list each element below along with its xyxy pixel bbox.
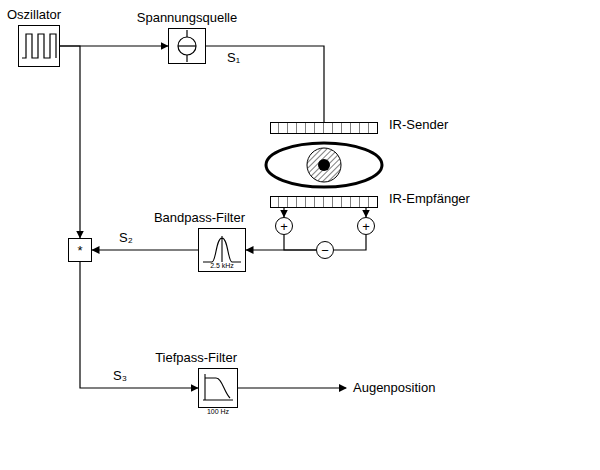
amplifier-circle: + (275, 217, 293, 235)
lowpass-box: Tiefpass-Filter100 Hz (198, 368, 238, 408)
ir-sender-bar: IR-Sender (270, 122, 378, 134)
source-symbol (178, 30, 196, 62)
signal-line (283, 208, 284, 217)
signal-line (334, 235, 366, 250)
source-box: Spannungsquelle (168, 28, 206, 64)
node-text: + (280, 220, 288, 233)
ir-receiver-bar: IR-Empfänger (270, 196, 378, 208)
node-text: − (321, 244, 329, 257)
square-wave (22, 34, 56, 58)
amplifier-circle: + (357, 217, 375, 235)
bandpass-box: Bandpass-Filter2.5 kHz (198, 228, 246, 272)
bandpass-curve (203, 236, 241, 262)
signal-line (365, 208, 366, 217)
eye (266, 143, 382, 187)
signal-line (92, 249, 198, 250)
oscillator-box: Oszillator (18, 25, 60, 67)
signal-name: S₂ (118, 230, 134, 245)
subtractor-circle: − (316, 241, 334, 259)
node-heading: Spannungsquelle (137, 10, 237, 25)
signal-line (246, 249, 316, 250)
node-heading: Oszillator (7, 7, 61, 22)
node-text: * (77, 244, 82, 257)
signal-line (60, 46, 80, 238)
node-text: 2.5 kHz (210, 262, 234, 270)
sender-cells (270, 122, 378, 134)
signal-line (206, 46, 324, 122)
node-heading: IR-Sender (389, 117, 448, 132)
node-heading: IR-Empfänger (389, 191, 470, 206)
node-heading: 100 Hz (207, 408, 229, 416)
lowpass-curve (203, 374, 233, 400)
output-label: Augenposition (352, 380, 436, 395)
signal-line (80, 262, 198, 388)
node-heading: Bandpass-Filter (154, 210, 245, 225)
signal-name: S₁ (226, 50, 241, 65)
output-line (238, 387, 346, 388)
node-heading: Tiefpass-Filter (155, 350, 237, 365)
receiver-cells (270, 196, 378, 208)
node-text: + (362, 220, 370, 233)
signal-name: S₃ (112, 368, 128, 383)
signal-line (284, 235, 316, 250)
multiplier-box: * (68, 238, 92, 262)
